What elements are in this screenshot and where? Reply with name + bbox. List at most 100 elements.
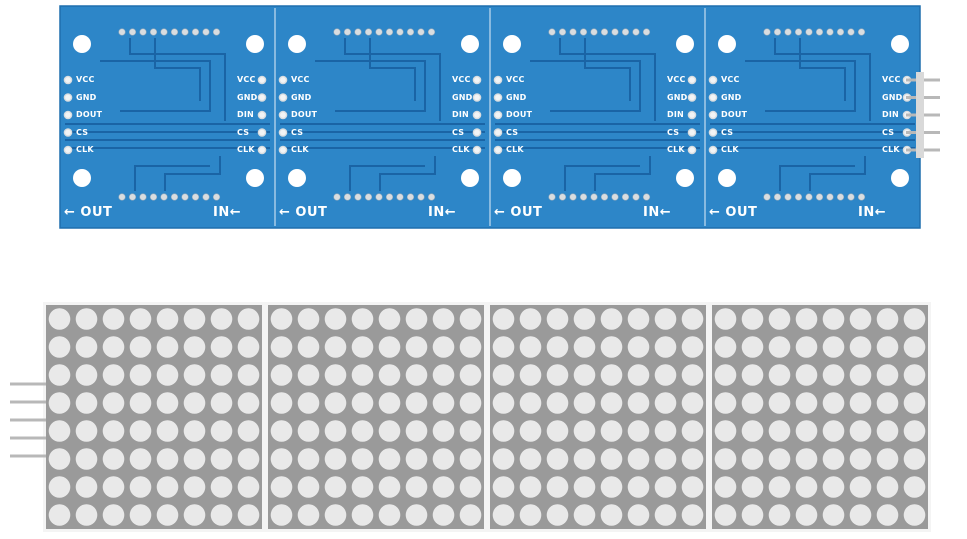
chip-pad — [149, 193, 158, 201]
led-dot — [102, 308, 125, 330]
led-dot — [600, 504, 623, 526]
chip-pad — [600, 28, 609, 36]
pin-label-right: VCC — [667, 75, 686, 84]
chip-pad — [621, 28, 630, 36]
chip-pad — [427, 193, 436, 201]
led-dot — [681, 308, 704, 330]
pin-label-right: GND — [882, 92, 903, 102]
chip-pad — [569, 193, 577, 201]
led-dot — [156, 476, 179, 498]
led-dot — [492, 448, 515, 470]
led-dot — [681, 336, 704, 358]
led-dot — [156, 420, 179, 442]
led-dot — [768, 476, 791, 498]
chip-pad — [548, 193, 556, 201]
header-hole-left — [708, 93, 718, 102]
chip-pad — [773, 193, 782, 201]
led-dot — [75, 364, 98, 386]
led-dot — [573, 420, 596, 442]
led-dot — [573, 448, 596, 470]
header-hole-right — [257, 145, 267, 155]
led-dot — [822, 308, 845, 330]
led-dot — [378, 504, 401, 526]
led-dot — [48, 420, 71, 442]
chip-pad — [343, 28, 352, 36]
pin-label-right: CS — [882, 127, 895, 137]
chip-pad — [642, 28, 651, 36]
pcb-trace — [584, 38, 631, 101]
chip-pad — [417, 28, 425, 36]
led-dot — [876, 476, 899, 498]
pcb-trace — [129, 38, 226, 121]
led-dot — [492, 364, 515, 386]
mounting-hole — [461, 35, 479, 53]
header-hole-left — [708, 110, 718, 120]
pin-label-left: VCC — [291, 75, 310, 84]
led-dot — [627, 504, 650, 526]
chip-pad — [375, 28, 383, 36]
header-hole-right — [472, 93, 482, 102]
mounting-hole — [503, 35, 521, 53]
led-dot — [600, 420, 623, 442]
led-dot — [459, 420, 482, 442]
chip-pad — [181, 28, 189, 36]
pin-label-right: VCC — [882, 75, 901, 84]
mounting-hole — [73, 169, 91, 187]
led-dot — [627, 392, 650, 414]
chip-pad — [417, 193, 425, 201]
chip-pad — [139, 28, 147, 36]
chip-pad — [815, 193, 824, 201]
led-dot — [405, 448, 428, 470]
chip-pad — [118, 28, 126, 36]
chip-pad — [763, 193, 771, 201]
chip-pad — [857, 28, 866, 36]
pcb-trace — [564, 165, 640, 191]
header-hole-left — [493, 75, 503, 85]
chip-pad — [128, 193, 137, 201]
led-dot — [492, 504, 515, 526]
led-dot — [237, 336, 260, 358]
led-dot — [903, 420, 926, 442]
led-dot — [48, 392, 71, 414]
mounting-hole — [246, 35, 264, 53]
led-dot — [768, 392, 791, 414]
header-hole-left — [278, 75, 288, 85]
pin-label-left: CS — [291, 127, 304, 137]
led-dot — [795, 420, 818, 442]
led-dot — [237, 392, 260, 414]
led-dot — [600, 308, 623, 330]
chip-pad — [611, 193, 619, 201]
led-dot — [714, 476, 737, 498]
led-dot — [627, 448, 650, 470]
pin-label-right: GND — [667, 92, 688, 102]
chip-pad — [118, 193, 126, 201]
pin-label-left: GND — [291, 92, 312, 102]
in-label: IN← — [643, 205, 672, 220]
led-dot — [432, 308, 455, 330]
chip-pad — [364, 193, 373, 201]
pin-label-left: CLK — [721, 145, 739, 154]
pin-label-right: VCC — [237, 75, 256, 84]
led-dot — [876, 308, 899, 330]
pcb-trace — [799, 38, 846, 101]
led-dot — [795, 308, 818, 330]
chip-pad — [170, 193, 179, 201]
led-dot — [102, 364, 125, 386]
header-hole-right — [257, 110, 267, 120]
led-dot — [351, 392, 374, 414]
led-dot — [237, 420, 260, 442]
led-dot — [492, 476, 515, 498]
header-hole-right — [257, 75, 267, 85]
led-dot — [237, 476, 260, 498]
header-hole-right — [257, 93, 267, 102]
chip-pad — [579, 28, 588, 36]
chip-pad — [847, 193, 855, 201]
led-dot — [741, 476, 764, 498]
chip-pad — [558, 193, 567, 201]
out-label: ← OUT — [494, 205, 543, 220]
led-dot — [654, 392, 677, 414]
led-dot — [156, 336, 179, 358]
chip-pad — [579, 193, 588, 201]
led-dot — [102, 504, 125, 526]
header-hole-left — [278, 145, 288, 155]
